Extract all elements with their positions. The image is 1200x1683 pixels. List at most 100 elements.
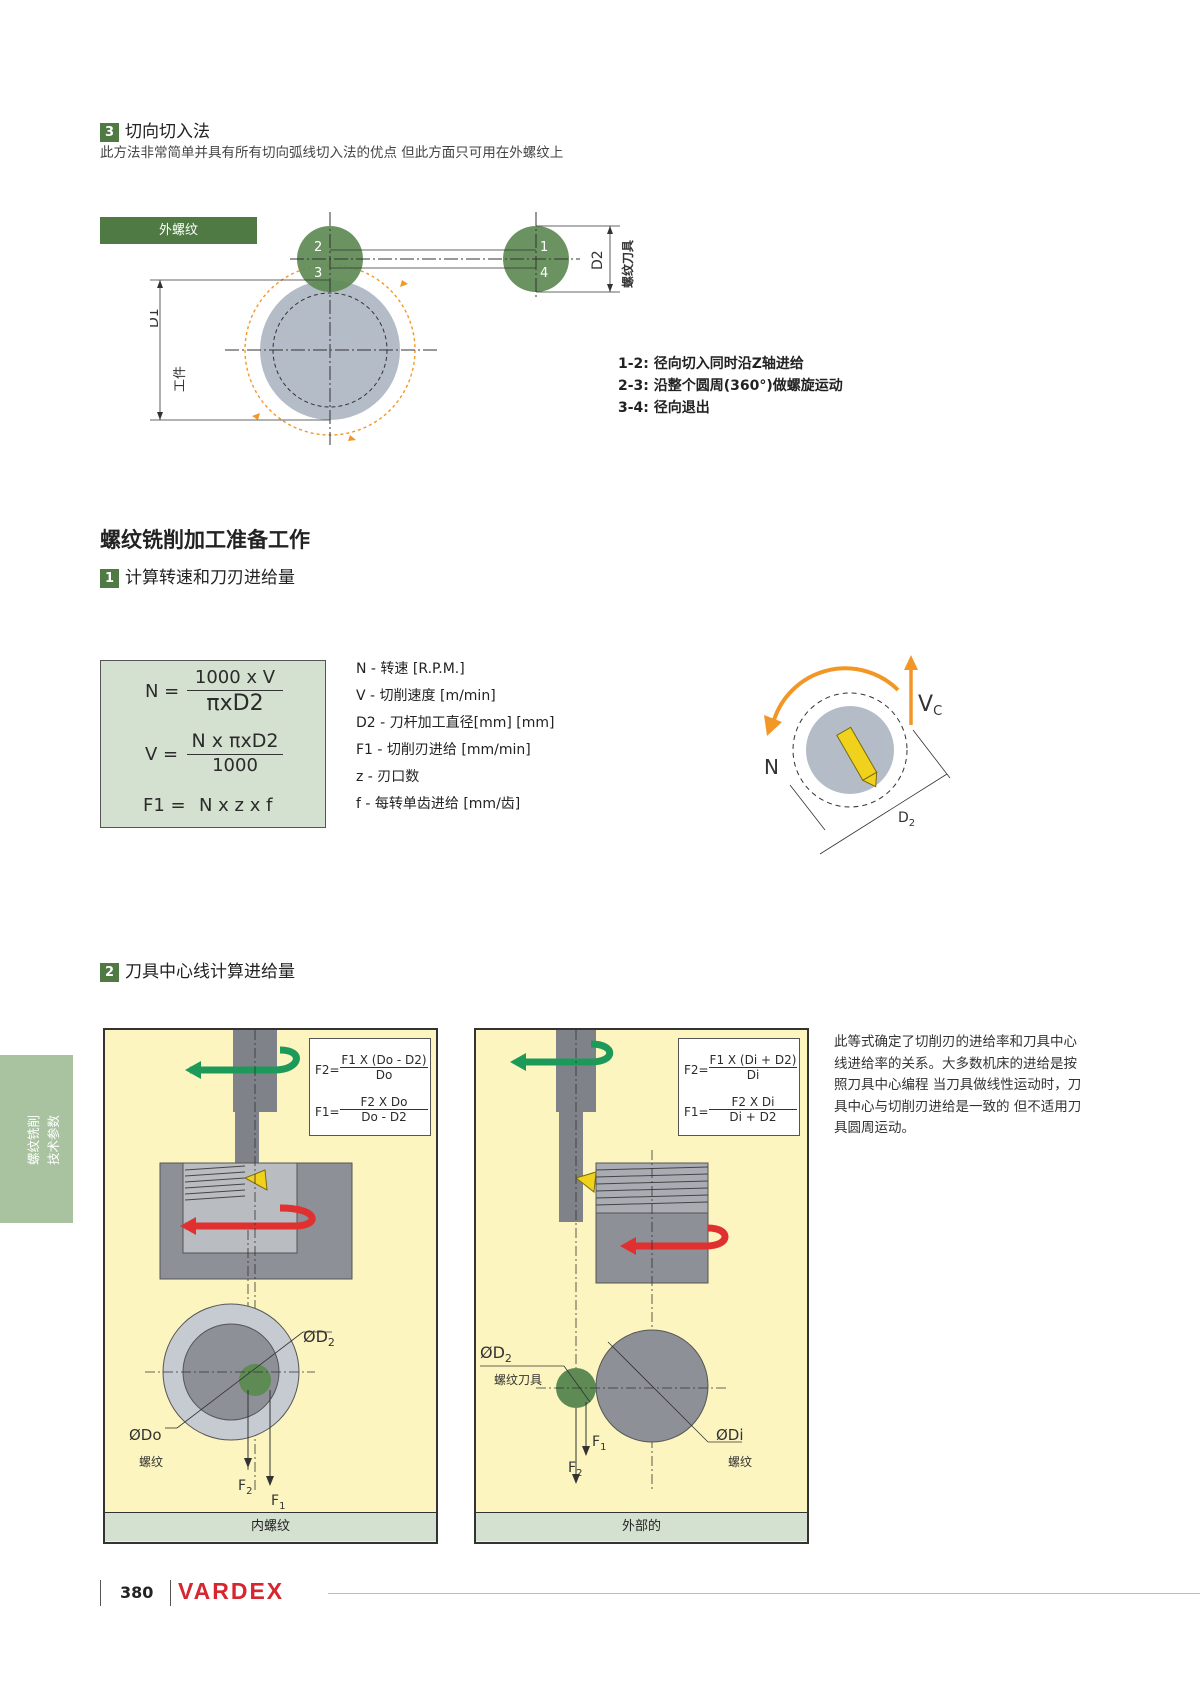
internal-f1-num: F2 X Do <box>340 1095 428 1110</box>
d1-arrow-top <box>157 280 163 288</box>
internal-f2-den: Do <box>375 1068 393 1082</box>
formula-n-den: πxD2 <box>206 691 264 716</box>
label-f2: F2 <box>568 1460 582 1479</box>
internal-formula-box: F2= F1 X (Do - D2) Do F1= F2 X Do Do - D… <box>309 1038 431 1136</box>
label-f1: F1 <box>271 1493 285 1512</box>
f1-arrowhead <box>266 1476 274 1486</box>
external-f1-num: F2 X Di <box>709 1095 797 1110</box>
external-panel-footer: 外部的 <box>476 1512 807 1541</box>
d2-arrow-bottom <box>607 284 613 292</box>
label-thread: 螺纹 <box>728 1455 752 1469</box>
external-f2-num: F1 X (Di + D2) <box>709 1053 797 1068</box>
footer-divider-right <box>170 1580 171 1606</box>
shank-rotation-head <box>185 1061 201 1079</box>
f2-arrowhead <box>244 1458 252 1468</box>
formula-v-lhs: V = <box>145 744 179 765</box>
external-f1-fraction: F2 X Di Di + D2 <box>709 1095 797 1124</box>
internal-f2-fraction: F1 X (Do - D2) Do <box>340 1053 428 1082</box>
workpiece-bore <box>182 1162 298 1254</box>
section2-description: 此等式确定了切削刃的进给率和刀具中心线进给率的关系。大多数机床的进给是按照刀具中… <box>834 1034 1082 1136</box>
internal-f1-den: Do - D2 <box>361 1110 407 1124</box>
d2-ext-right <box>912 729 951 779</box>
internal-f2-num: F1 X (Do - D2) <box>340 1053 428 1068</box>
internal-f2-lhs: F2= <box>315 1063 340 1077</box>
step-2-3: 2-3: 沿整个圆周(360°)做螺旋运动 <box>618 378 843 394</box>
point-4-label: 4 <box>540 266 548 281</box>
external-f2-lhs: F2= <box>684 1063 709 1077</box>
d1-arrow-bottom <box>157 412 163 420</box>
workpiece-rotation-head <box>620 1237 636 1255</box>
external-thread-drawing: ØD2 螺纹刀具 ØDi 螺纹 F1 F2 <box>480 1030 752 1490</box>
footer-divider-left <box>100 1580 101 1606</box>
thread-tool-label: 螺纹刀具 <box>620 240 635 288</box>
side-tab-line2: 技术参数 <box>46 1114 61 1165</box>
workpiece-rotation-head <box>180 1217 196 1235</box>
di-diameter-line <box>607 1341 709 1443</box>
side-tab[interactable]: 螺纹铣削 技术参数 <box>0 1055 73 1223</box>
d2-ext-left <box>789 784 826 831</box>
tool-neck <box>559 1112 583 1222</box>
internal-thread-drawing: ØD2 ØDo 螺纹 F2 F1 <box>129 1030 353 1512</box>
tangential-entry-diagram: 2 3 1 4 D1 工件 D2 螺纹刀具 <box>150 212 635 445</box>
label-d2: ØD2 <box>480 1343 512 1365</box>
section1-title: 计算转速和刀刃进给量 <box>125 568 295 588</box>
external-formula-box: F2= F1 X (Di + D2) Di F1= F2 X Di Di + D… <box>678 1038 800 1136</box>
label-thread-tool: 螺纹刀具 <box>494 1373 542 1387</box>
d2-label: D2 <box>590 250 606 270</box>
label-f1: F1 <box>592 1434 606 1453</box>
step-1-2: 1-2: 径向切入同时沿Z轴进给 <box>618 356 804 372</box>
external-f2-den: Di <box>746 1068 760 1082</box>
external-f1-den: Di + D2 <box>729 1110 777 1124</box>
legend-n: N - 转速 [R.P.M.] <box>356 661 465 677</box>
thread-lines <box>184 1165 246 1201</box>
path-arrow-3 <box>348 435 356 441</box>
entry-steps: 1-2: 径向切入同时沿Z轴进给 2-3: 沿整个圆周(360°)做螺旋运动 3… <box>618 353 843 419</box>
section1-badge: 1 <box>100 569 119 588</box>
vardex-logo[interactable]: VARDEX <box>178 1578 285 1604</box>
internal-thread-panel: ØD2 ØDo 螺纹 F2 F1 F2= F1 X (Do - D2) Do F… <box>103 1028 438 1544</box>
workpiece-rotation-arrow <box>626 1224 729 1250</box>
f1-arrowhead <box>582 1446 590 1456</box>
prep-title: 螺纹铣削加工准备工作 <box>100 528 310 552</box>
point-1-label: 1 <box>540 240 548 255</box>
external-thread-tag: 外螺纹 <box>100 217 257 244</box>
step-3-4: 3-4: 径向退出 <box>618 400 710 416</box>
legend-f: f - 每转单齿进给 [mm/齿] <box>356 796 521 812</box>
formula-n-lhs: N = <box>145 681 180 702</box>
d1-label: D1 <box>150 308 162 328</box>
shank-rotation-head <box>510 1053 526 1071</box>
f2-arrowhead <box>572 1474 580 1484</box>
formula-f1-lhs: F1 = <box>143 795 186 816</box>
section2-title: 刀具中心线计算进给量 <box>125 962 295 982</box>
footer-rule <box>328 1593 1200 1594</box>
shank-rotation-arrow <box>190 1046 300 1074</box>
formula-f1-rhs: N x z x f <box>199 795 273 816</box>
internal-f1-fraction: F2 X Do Do - D2 <box>340 1095 428 1124</box>
internal-panel-footer: 内螺纹 <box>105 1512 436 1541</box>
section3-badge: 3 <box>100 123 119 142</box>
legend-v: V - 切削速度 [m/min] <box>356 688 496 704</box>
internal-f1-lhs: F1= <box>315 1105 340 1119</box>
label-do: ØDo <box>129 1426 162 1444</box>
formula-v-num: N x πxD2 <box>187 730 283 755</box>
point-2-label: 2 <box>314 240 322 255</box>
d2-diameter-line <box>563 1365 591 1403</box>
page-number: 380 <box>120 1583 154 1602</box>
section1-heading: 1 计算转速和刀刃进给量 <box>100 563 295 588</box>
tool-dashed-circle <box>792 692 908 808</box>
rotation-arrow <box>764 715 782 736</box>
formula-v-den: 1000 <box>212 755 258 776</box>
section3-subtitle: 此方法非常简单并具有所有切向弧线切入法的优点 但此方面只可用在外螺纹上 <box>100 145 564 161</box>
shank-rotation-arrow <box>516 1040 614 1066</box>
label-di: ØDi <box>716 1426 744 1444</box>
n-label: N <box>764 755 779 779</box>
vc-label: VC <box>918 692 942 719</box>
d2-dim-line <box>819 773 948 855</box>
do-diameter-line <box>176 1331 304 1429</box>
label-thread: 螺纹 <box>139 1455 163 1469</box>
external-thread-panel: ØD2 螺纹刀具 ØDi 螺纹 F1 F2 F2= F1 X (Di + D2)… <box>474 1028 809 1544</box>
d2-arrow-top <box>607 226 613 234</box>
external-f1-lhs: F1= <box>684 1105 709 1119</box>
